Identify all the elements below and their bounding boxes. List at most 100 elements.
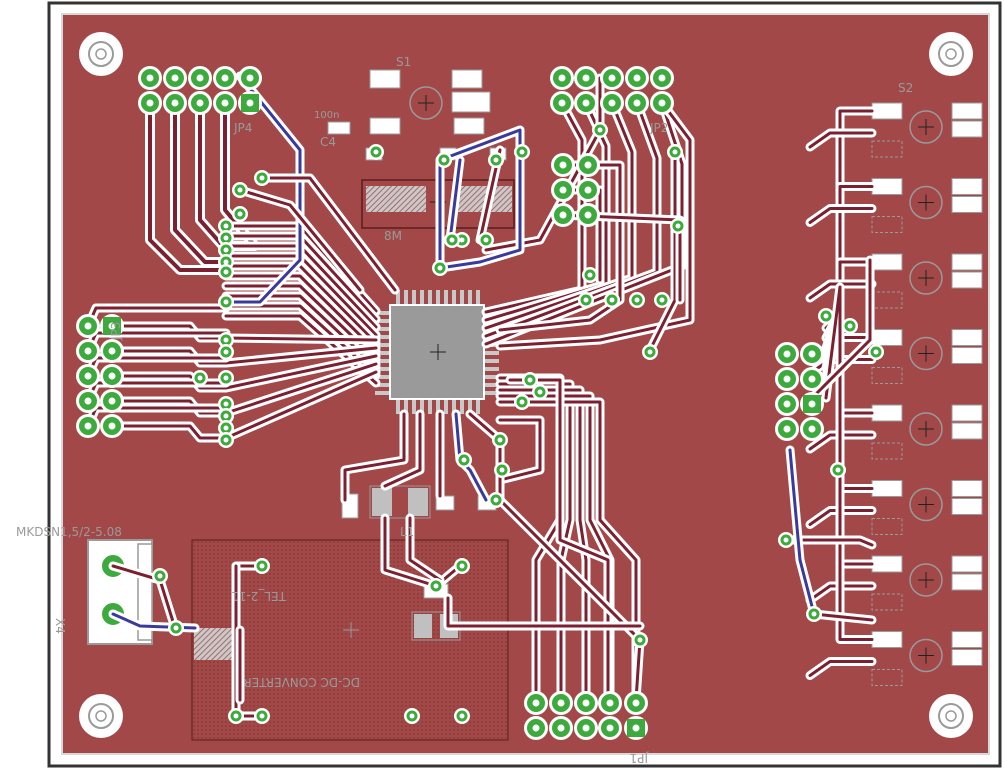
- via: [670, 218, 686, 234]
- via: [806, 606, 822, 622]
- via: [254, 558, 270, 574]
- label-c4: C4: [320, 135, 336, 149]
- through-hole-pad: [574, 91, 598, 115]
- tactile-button: [871, 631, 983, 686]
- via: [404, 708, 420, 724]
- mounting-hole-top-left: [79, 32, 123, 76]
- mcu-pin: [375, 359, 389, 363]
- through-hole-pad: [551, 178, 575, 202]
- copper-trace: [448, 158, 462, 242]
- copper-trace: [383, 516, 462, 588]
- copper-trace: [808, 584, 874, 602]
- via: [532, 384, 548, 400]
- through-hole-pad: [650, 66, 674, 90]
- tactile-button: [871, 102, 983, 158]
- through-hole-pad: [800, 367, 824, 391]
- via: [192, 370, 208, 386]
- via: [830, 462, 846, 478]
- mounting-hole-bottom-right: [929, 694, 973, 738]
- label-c4-value: 100n: [314, 110, 339, 121]
- through-hole-pad: [800, 342, 824, 366]
- through-hole-pad: [598, 716, 622, 740]
- mcu-pin: [396, 400, 400, 414]
- through-hole-pad: [576, 153, 600, 177]
- label-s2: S2: [898, 81, 913, 95]
- through-hole-pad: [188, 91, 212, 115]
- mcu-pin: [375, 351, 389, 355]
- copper-trace: [408, 516, 442, 582]
- through-hole-pad: [800, 392, 824, 416]
- copper-trace: [173, 101, 228, 264]
- via: [218, 230, 234, 246]
- through-hole-pad: [550, 66, 574, 90]
- via: [642, 344, 658, 360]
- label-dcdc-part: TEL_2-11: [231, 589, 287, 603]
- through-hole-pad: [100, 389, 124, 413]
- mcu-pin: [436, 290, 440, 304]
- mcu-pin: [375, 335, 389, 339]
- tactile-button: [871, 404, 983, 460]
- copper-trace: [808, 660, 874, 677]
- through-hole-pad: [600, 91, 624, 115]
- label-s1: S1: [396, 55, 411, 69]
- via: [818, 308, 834, 324]
- through-hole-pad: [574, 66, 598, 90]
- copper-trace: [498, 418, 542, 482]
- copper-trace: [438, 128, 522, 270]
- via: [667, 144, 683, 160]
- copper-trace: [260, 176, 397, 292]
- through-hole-pad: [576, 203, 600, 227]
- label-quartz: 8M: [384, 229, 402, 243]
- through-hole-pad: [574, 691, 598, 715]
- copper-trace: [808, 258, 872, 402]
- via: [444, 232, 460, 248]
- mcu-pin: [436, 400, 440, 414]
- mcu-pin: [468, 400, 472, 414]
- through-hole-pad: [76, 364, 100, 388]
- mounting-hole-top-right: [929, 32, 973, 76]
- mcu-pin: [420, 290, 424, 304]
- mcu-pin: [375, 311, 389, 315]
- through-hole-pad: [163, 91, 187, 115]
- tactile-button: [871, 253, 983, 309]
- label-dcdc: DC-DC CONVERTER: [243, 675, 360, 689]
- via: [218, 344, 234, 360]
- mcu-pin: [444, 290, 448, 304]
- via: [654, 292, 670, 308]
- label-jp4: JP4: [233, 121, 252, 135]
- through-hole-pad: [100, 339, 124, 363]
- tactile-button: [871, 178, 983, 233]
- via: [632, 632, 648, 648]
- via: [218, 294, 234, 310]
- through-hole-pad: [100, 314, 124, 338]
- through-hole-pad: [76, 339, 100, 363]
- via: [218, 264, 234, 280]
- through-hole-pad: [600, 66, 624, 90]
- mcu-pin: [412, 290, 416, 304]
- label-mcu: MEGA32-A: [399, 306, 418, 390]
- inductor-l1: [369, 485, 431, 519]
- copper-trace: [808, 509, 874, 526]
- copper-trace: [808, 207, 874, 224]
- via: [492, 432, 508, 448]
- through-hole-pad: [574, 716, 598, 740]
- via: [368, 144, 384, 160]
- through-hole-pad: [213, 91, 237, 115]
- tactile-button: [871, 329, 983, 384]
- via: [254, 708, 270, 724]
- via: [514, 144, 530, 160]
- via: [218, 396, 234, 412]
- mcu-pin: [404, 290, 408, 304]
- through-hole-pad: [650, 91, 674, 115]
- mcu-pin: [412, 400, 416, 414]
- mounting-hole-bottom-left: [79, 694, 123, 738]
- via: [218, 370, 234, 386]
- through-hole-pad: [188, 66, 212, 90]
- via: [436, 152, 452, 168]
- via: [218, 218, 234, 234]
- mcu-pin: [485, 391, 499, 395]
- via: [254, 170, 270, 186]
- label-x4: X4: [53, 618, 67, 634]
- mcu-pin: [396, 290, 400, 304]
- through-hole-pad: [163, 66, 187, 90]
